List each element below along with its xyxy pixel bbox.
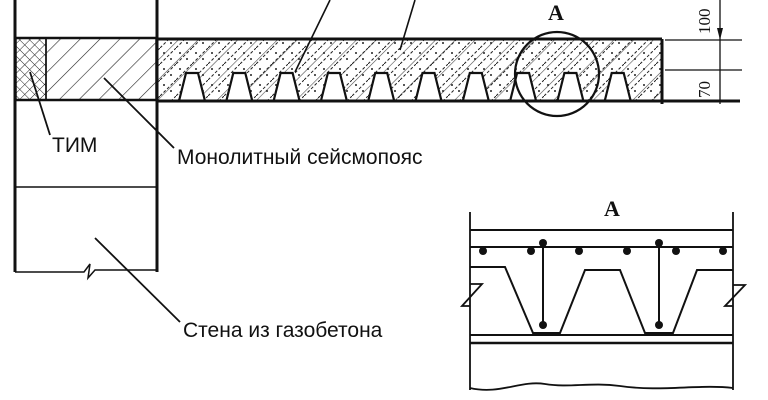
- insulation-label: ТИМ: [52, 134, 97, 157]
- seismic-belt: [45, 37, 157, 101]
- dimension-70: 70: [695, 81, 714, 98]
- dimension-lines: [665, 0, 742, 104]
- detail-title: А: [604, 196, 620, 221]
- leader-line: [399, 0, 416, 51]
- aerated-concrete-wall: [13, 0, 159, 281]
- floor-slab: [157, 37, 740, 104]
- insulation-block: [15, 37, 47, 101]
- leader-line: [29, 71, 51, 136]
- wall-label: Стена из газобетона: [183, 319, 383, 342]
- detail-marker: А: [548, 0, 564, 25]
- leader-line: [103, 77, 175, 149]
- seismic-belt-label: Монолитный сейсмопояс: [177, 146, 423, 169]
- leader-line: [294, 0, 331, 73]
- detail-a: А: [459, 196, 748, 391]
- detail-circle: [513, 30, 601, 118]
- leader-line: [94, 237, 181, 323]
- dimension-100: 100: [695, 9, 714, 35]
